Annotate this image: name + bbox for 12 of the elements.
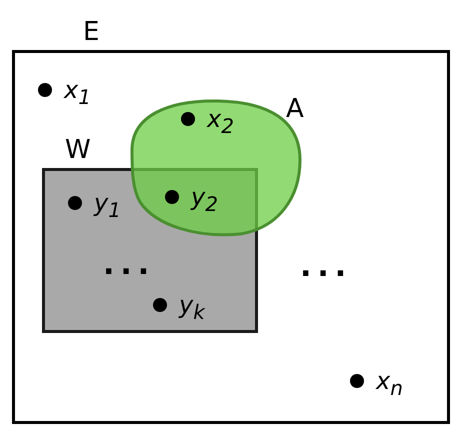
element-label: y$_{k}$ — [179, 290, 205, 326]
element-label: x$_{n}$ — [376, 366, 403, 402]
set-label: E — [83, 17, 100, 47]
set-label: A — [286, 94, 304, 124]
ellipsis-label: ... — [103, 250, 156, 280]
element-label: x$_{2}$ — [207, 104, 234, 140]
ellipsis-label: ... — [300, 252, 352, 282]
set-label: W — [65, 135, 91, 165]
element-label: x$_{1}$ — [64, 75, 91, 111]
element-label: y$_{2}$ — [191, 182, 218, 218]
element-label: y$_{1}$ — [94, 188, 121, 224]
set-region — [128, 98, 303, 238]
